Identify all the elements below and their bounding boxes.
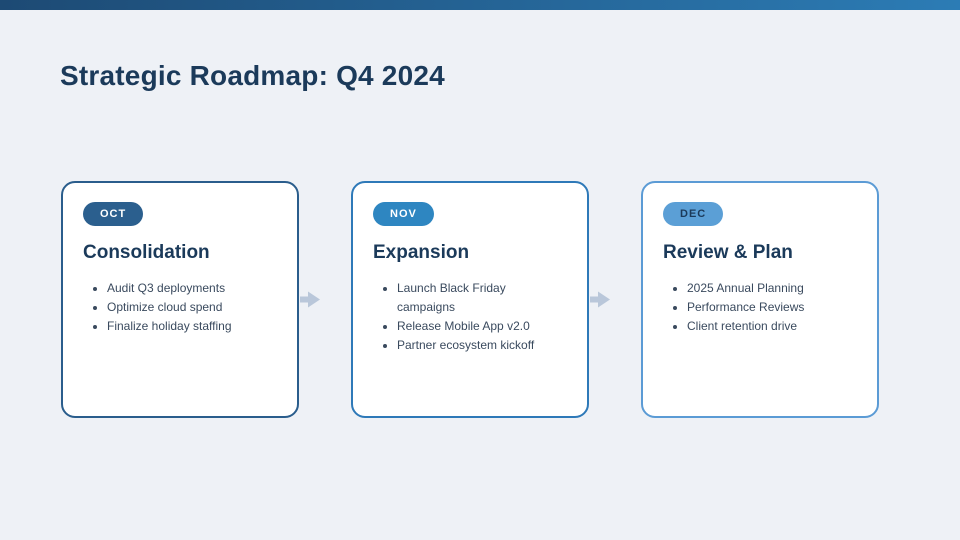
list-item: Optimize cloud spend (107, 298, 277, 317)
list-item: Performance Reviews (687, 298, 857, 317)
arrow-right-icon (300, 291, 320, 308)
month-badge: DEC (663, 202, 724, 226)
list-item: Finalize holiday staffing (107, 317, 277, 336)
arrow-right-icon (590, 291, 610, 308)
list-item: Release Mobile App v2.0 (397, 317, 567, 336)
page-title: Strategic Roadmap: Q4 2024 (60, 60, 445, 91)
roadmap-card-november: NOV Expansion Launch Black Friday campai… (351, 181, 589, 418)
roadmap-card-december: DEC Review & Plan 2025 Annual Planning P… (641, 181, 879, 418)
top-accent-bar (0, 0, 960, 10)
card-title: Expansion (373, 242, 470, 263)
card-title: Review & Plan (663, 242, 793, 263)
month-badge: OCT (83, 202, 144, 226)
list-item: Audit Q3 deployments (107, 279, 277, 298)
card-title: Consolidation (83, 242, 210, 263)
month-badge: NOV (373, 202, 434, 226)
roadmap-card-october: OCT Consolidation Audit Q3 deployments O… (61, 181, 299, 418)
list-item: Launch Black Friday campaigns (397, 279, 567, 317)
card-bullet-list: Launch Black Friday campaigns Release Mo… (373, 279, 567, 355)
list-item: 2025 Annual Planning (687, 279, 857, 298)
list-item: Client retention drive (687, 317, 857, 336)
card-bullet-list: 2025 Annual Planning Performance Reviews… (663, 279, 857, 336)
card-bullet-list: Audit Q3 deployments Optimize cloud spen… (83, 279, 277, 336)
list-item: Partner ecosystem kickoff (397, 336, 567, 355)
